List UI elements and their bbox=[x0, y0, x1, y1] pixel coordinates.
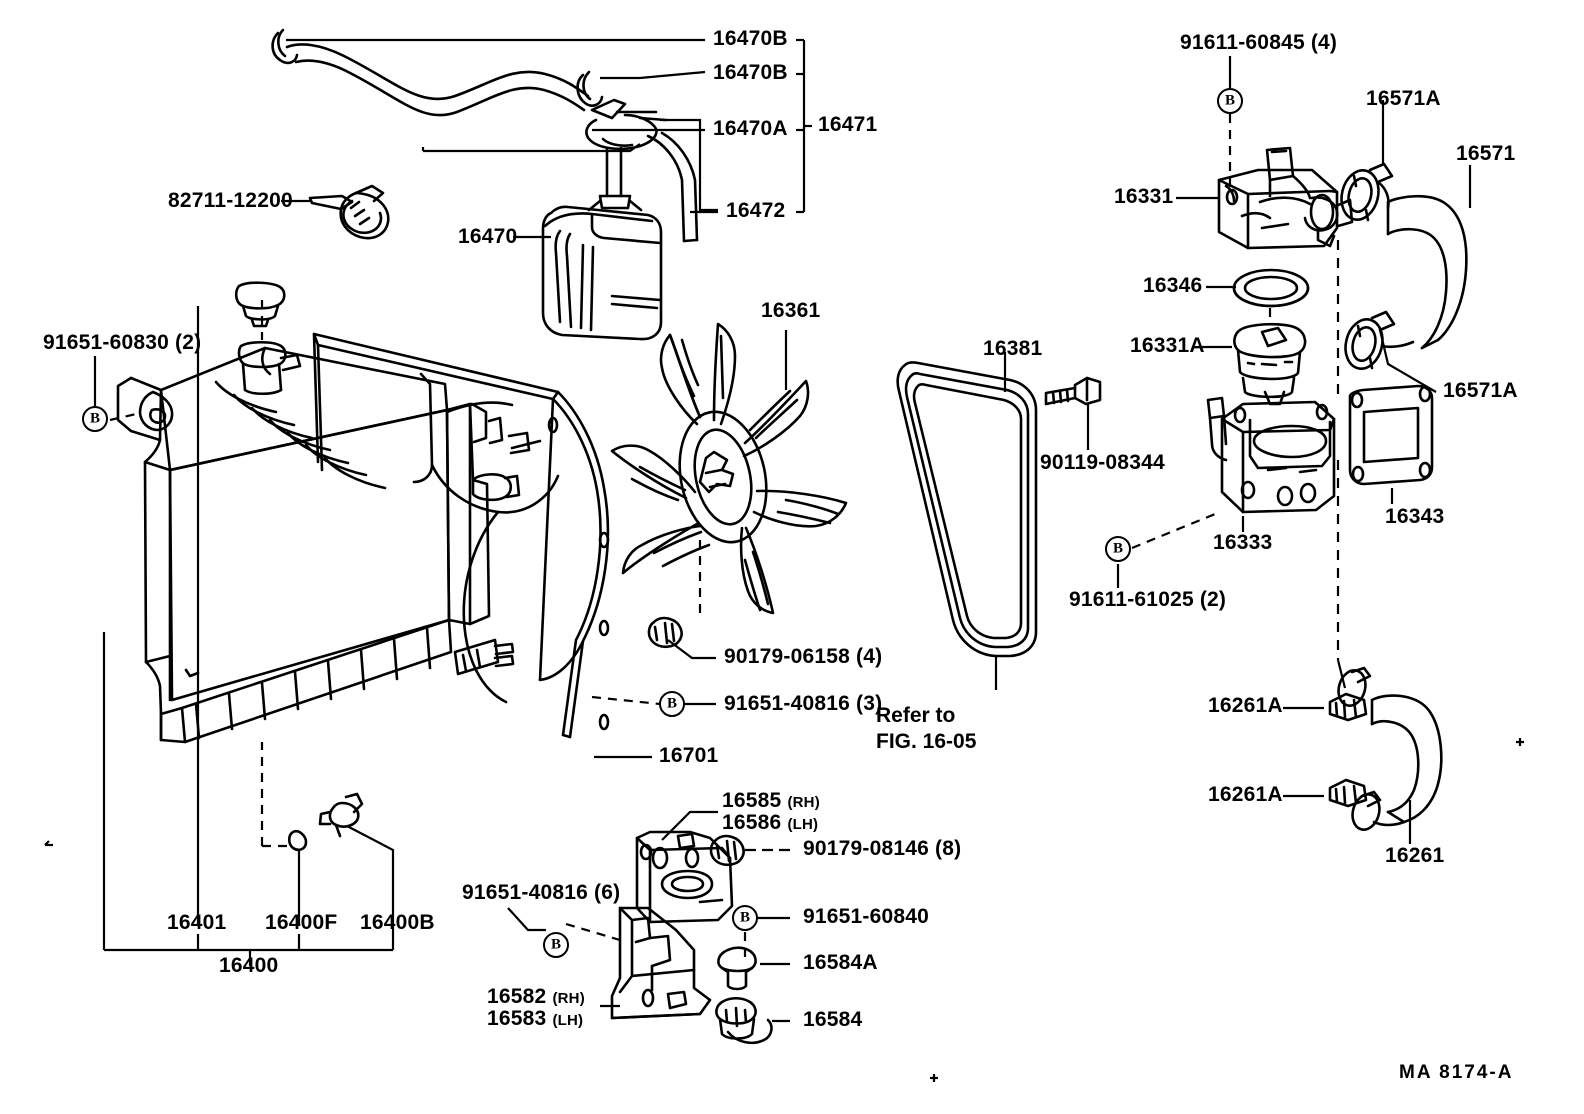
diagram-code: MA 8174-A bbox=[1399, 1062, 1514, 1083]
badge-b-91651-40816-3: B bbox=[659, 691, 685, 717]
fan-belt-16381 bbox=[896, 361, 1038, 658]
reference-note-line1: Refer to bbox=[876, 704, 956, 727]
label-16585-suffix: (RH) bbox=[787, 794, 820, 811]
gasket-16346 bbox=[1232, 268, 1310, 308]
label-91651-40816-3: 91651-40816 (3) bbox=[724, 692, 883, 715]
label-16470B-second: 16470B bbox=[713, 61, 788, 84]
badge-letter: B bbox=[739, 909, 750, 926]
label-16583-lh: 16583 (LH) bbox=[487, 1007, 584, 1030]
label-16472: 16472 bbox=[726, 199, 786, 222]
label-90179-08146: 90179-08146 (8) bbox=[803, 837, 962, 860]
label-16701: 16701 bbox=[659, 744, 719, 767]
badge-b-91611-61025: B bbox=[1105, 536, 1131, 562]
label-16331: 16331 bbox=[1114, 185, 1174, 208]
label-16400B: 16400B bbox=[360, 911, 435, 934]
radiator-hose-16571 bbox=[1380, 194, 1468, 350]
engine-cooling-fan-16361 bbox=[610, 322, 848, 649]
label-16583-code: 16583 bbox=[487, 1007, 547, 1030]
label-16584A: 16584A bbox=[803, 951, 878, 974]
badge-letter: B bbox=[550, 936, 561, 953]
reference-note: Refer to FIG. 16-05 bbox=[876, 703, 976, 756]
label-16571A-top: 16571A bbox=[1366, 87, 1441, 110]
water-outlet-housing-16331 bbox=[1217, 146, 1354, 250]
label-16261A-lower: 16261A bbox=[1208, 783, 1283, 806]
label-16586-lh: 16586 (LH) bbox=[722, 811, 819, 834]
badge-letter: B bbox=[1112, 540, 1123, 557]
reference-note-line2: FIG. 16-05 bbox=[876, 730, 977, 754]
badge-letter: B bbox=[89, 410, 100, 427]
label-82711-12200: 82711-12200 bbox=[168, 189, 293, 212]
label-90179-06158: 90179-06158 (4) bbox=[724, 645, 883, 668]
label-16470: 16470 bbox=[458, 225, 518, 248]
label-16381: 16381 bbox=[983, 337, 1043, 360]
label-16470B-top: 16470B bbox=[713, 27, 788, 50]
hose-clamp-16571A-mid bbox=[1344, 310, 1396, 370]
hose-16472 bbox=[646, 131, 699, 243]
fan-shroud-16701 bbox=[312, 332, 610, 739]
label-16470A: 16470A bbox=[713, 117, 788, 140]
coolant-reservoir-tank bbox=[541, 205, 663, 341]
heater-hose-16261 bbox=[1370, 694, 1443, 827]
cushion-16584A bbox=[717, 946, 757, 991]
label-16343: 16343 bbox=[1385, 505, 1445, 528]
label-16261: 16261 bbox=[1385, 844, 1445, 867]
label-16586-suffix: (LH) bbox=[787, 816, 819, 833]
label-16346: 16346 bbox=[1143, 274, 1203, 297]
radiator-assembly bbox=[116, 281, 521, 852]
badge-b-91651-60840: B bbox=[732, 905, 758, 931]
label-16583-suffix: (LH) bbox=[552, 1012, 584, 1029]
label-16582-suffix: (RH) bbox=[552, 990, 585, 1007]
water-inlet-housing-16333 bbox=[1206, 396, 1336, 514]
gasket-16343 bbox=[1348, 384, 1434, 486]
label-16361: 16361 bbox=[761, 299, 821, 322]
label-16582-rh: 16582 (RH) bbox=[487, 985, 585, 1008]
label-16261A-upper: 16261A bbox=[1208, 694, 1283, 717]
bolt-90119-08344 bbox=[1044, 376, 1102, 406]
nut-90179-08146 bbox=[709, 834, 745, 867]
label-16331A: 16331A bbox=[1130, 334, 1205, 357]
badge-letter: B bbox=[666, 695, 677, 712]
thermostat-16331A bbox=[1233, 322, 1307, 406]
badge-b-91651-40816-6: B bbox=[543, 932, 569, 958]
label-91651-60830: 91651-60830 (2) bbox=[43, 331, 202, 354]
hose-clamp-16261A-upper bbox=[1328, 666, 1372, 722]
cushion-16584 bbox=[715, 996, 773, 1045]
label-16584: 16584 bbox=[803, 1008, 863, 1031]
label-16400: 16400 bbox=[219, 954, 279, 977]
label-16586-code: 16586 bbox=[722, 811, 782, 834]
reservoir-hose-assembly bbox=[271, 28, 668, 212]
label-90119-08344: 90119-08344 bbox=[1040, 451, 1165, 474]
badge-letter: B bbox=[1224, 92, 1235, 109]
badge-b-91651-60830: B bbox=[82, 406, 108, 432]
label-16571A-mid: 16571A bbox=[1443, 379, 1518, 402]
clamp-82711-12200 bbox=[308, 184, 390, 240]
label-16333: 16333 bbox=[1213, 531, 1273, 554]
label-16585-rh: 16585 (RH) bbox=[722, 789, 820, 812]
badge-b-91611-60845: B bbox=[1217, 88, 1243, 114]
hose-clamp-16261A-lower bbox=[1328, 778, 1382, 831]
label-91611-60845: 91611-60845 (4) bbox=[1180, 31, 1338, 54]
label-16582-code: 16582 bbox=[487, 985, 547, 1008]
label-91611-61025: 91611-61025 (2) bbox=[1069, 588, 1227, 611]
label-16571: 16571 bbox=[1456, 142, 1516, 165]
hose-clamp-16571A-top bbox=[1340, 162, 1394, 222]
label-16585-code: 16585 bbox=[722, 789, 782, 812]
label-91651-40816-6: 91651-40816 (6) bbox=[462, 881, 621, 904]
radiator-lower-bracket-16582 bbox=[610, 906, 712, 1020]
label-16400F: 16400F bbox=[265, 911, 338, 934]
label-16471: 16471 bbox=[818, 113, 878, 136]
label-16401: 16401 bbox=[167, 911, 227, 934]
label-91651-60840: 91651-60840 bbox=[803, 905, 929, 928]
